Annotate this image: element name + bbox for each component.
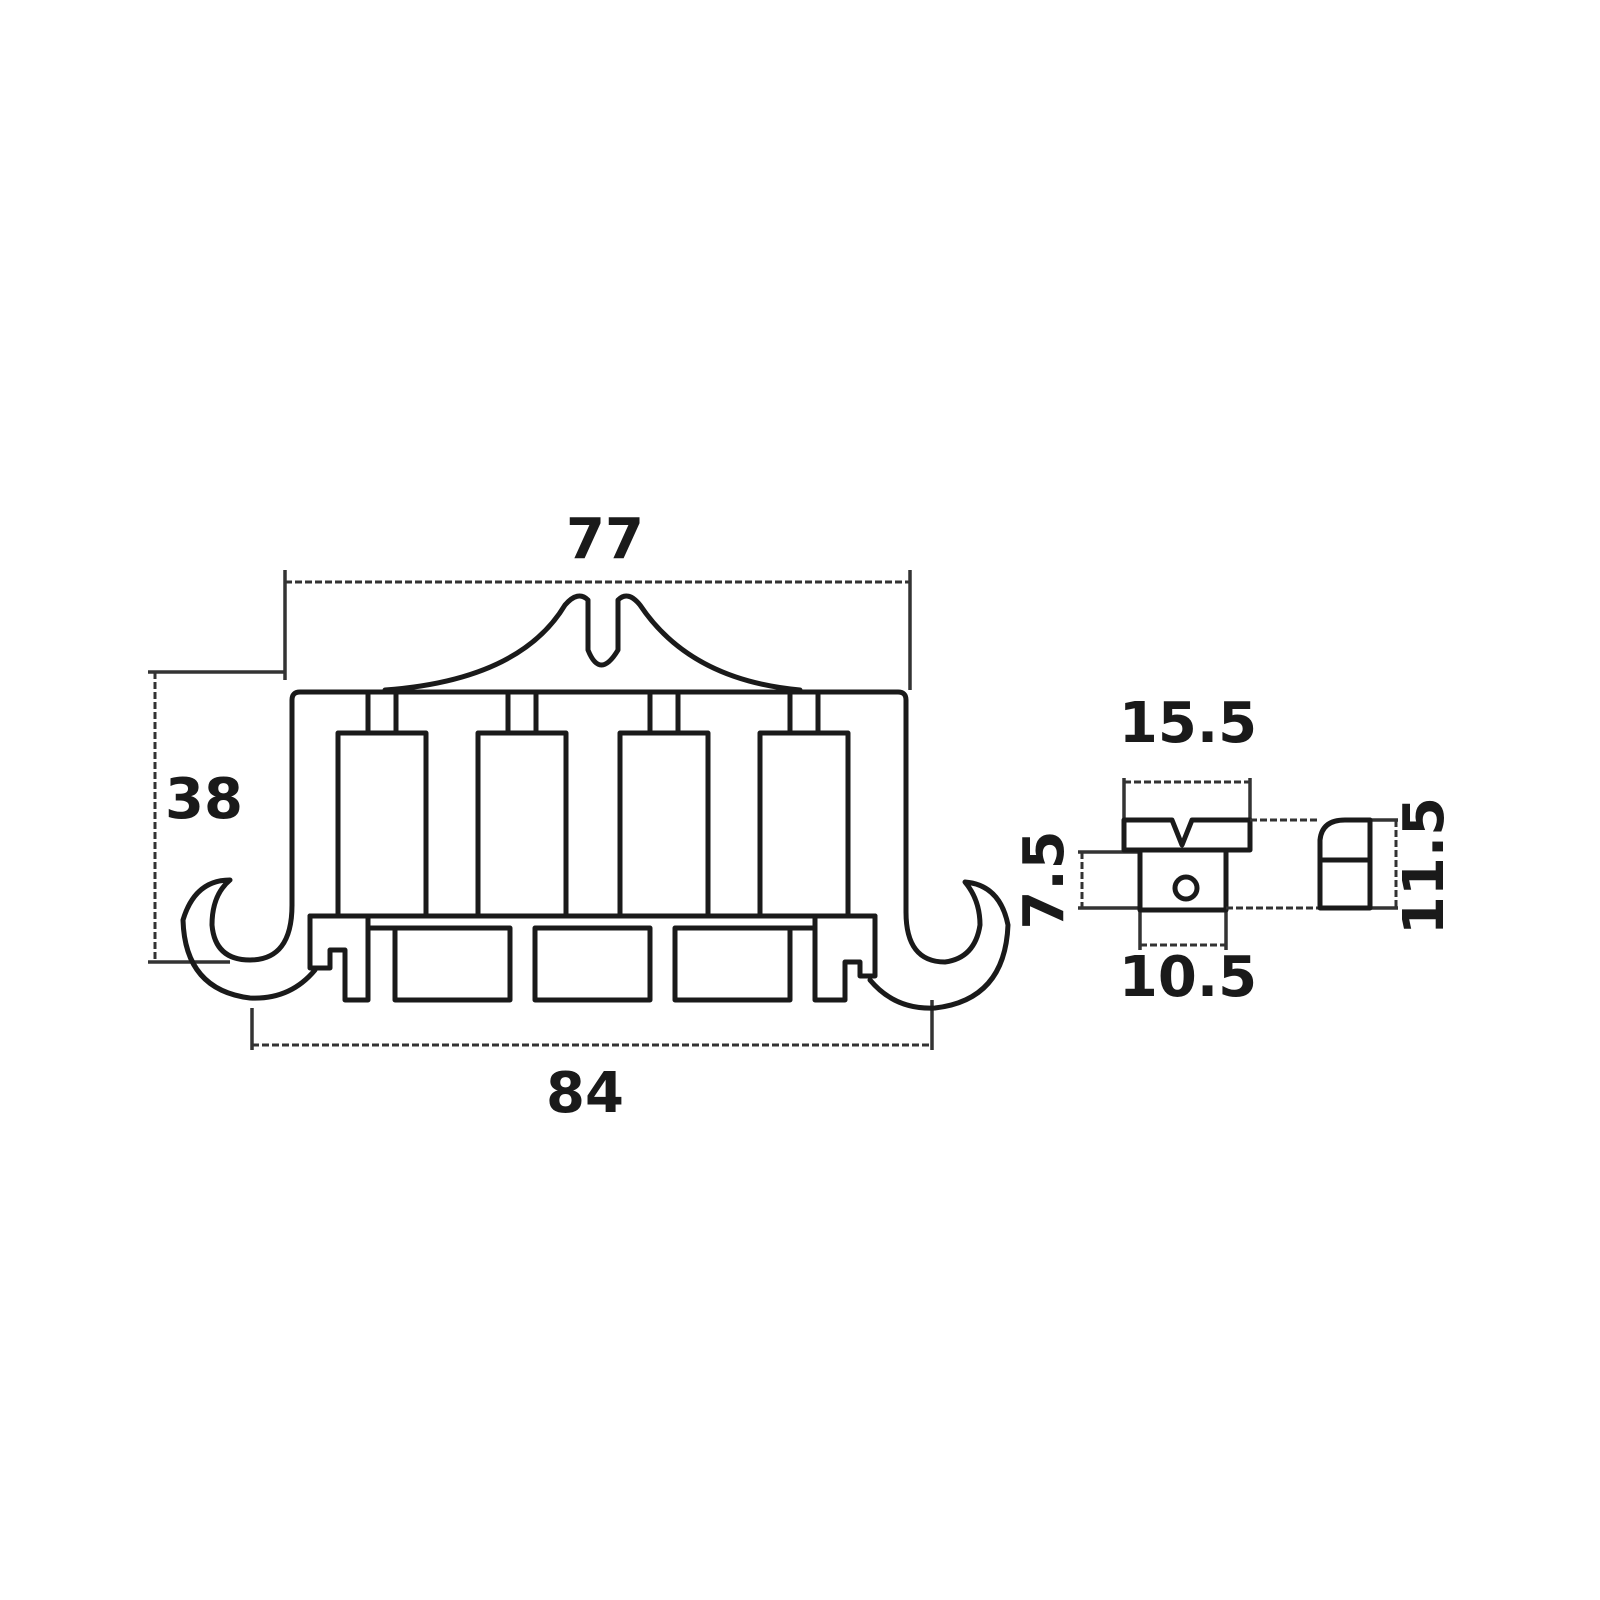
dimension-77: 77 [283, 507, 912, 690]
dimension-15-5-label: 15.5 [1119, 691, 1257, 756]
base-right-foot [812, 913, 878, 1003]
main-body-outline [289, 689, 909, 915]
base-block-1 [392, 925, 513, 1003]
top-tab-curve [382, 593, 803, 693]
saddle-blocks [335, 689, 851, 919]
side-profile-body [1137, 847, 1229, 913]
right-hook [867, 879, 1011, 1011]
side-profile-top [1121, 817, 1253, 853]
dimension-77-label: 77 [566, 507, 644, 572]
dimension-38-label: 38 [165, 767, 243, 832]
side-view: 15.5 10.5 7.5 11.5 [1012, 691, 1457, 1010]
saddle-1 [335, 730, 429, 919]
base-left-foot [307, 913, 371, 1003]
dimension-10-5: 10.5 [1119, 910, 1257, 1010]
dimension-11-5: 11.5 [1370, 797, 1457, 935]
front-view: 77 38 84 [148, 507, 1011, 1126]
saddle-2 [475, 730, 569, 919]
dimension-7-5-label: 7.5 [1012, 830, 1077, 929]
left-hook [180, 877, 318, 1001]
saddle-4 [757, 730, 851, 919]
saddle-side-profile [1317, 817, 1373, 911]
base-block-3 [672, 925, 793, 1003]
dimension-7-5: 7.5 [1012, 830, 1140, 930]
dimension-11-5-label: 11.5 [1392, 797, 1457, 935]
dimension-38: 38 [148, 670, 285, 964]
dimension-15-5: 15.5 [1119, 691, 1257, 822]
saddle-3 [617, 730, 711, 919]
dimension-84: 84 [250, 1000, 934, 1126]
dimension-84-label: 84 [546, 1061, 624, 1126]
dimension-10-5-label: 10.5 [1119, 945, 1257, 1010]
base-block-2 [532, 925, 653, 1003]
base-bar [307, 913, 878, 1003]
side-screw-hole [1172, 874, 1200, 902]
